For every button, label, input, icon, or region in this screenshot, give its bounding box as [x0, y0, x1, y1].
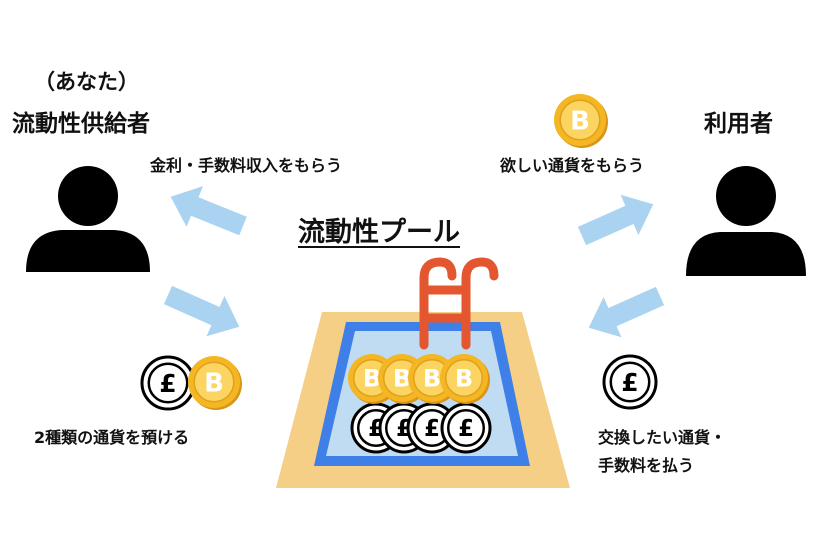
provider-deposit-label: 2種類の通貨を預ける: [34, 428, 190, 447]
user-pay-line1: 交換したい通貨・: [598, 428, 727, 447]
bitcoin-symbol: B: [363, 365, 381, 393]
bitcoin-symbol: B: [423, 365, 441, 393]
pound-coin-icon: £: [140, 355, 196, 411]
provider-person-icon: [26, 166, 150, 272]
pound-coin-icon: £: [602, 354, 658, 410]
user-pay-line2: 手数料を払う: [598, 456, 695, 475]
provider-role-label: 流動性供給者: [12, 111, 150, 137]
pound-symbol: £: [458, 416, 474, 442]
user-person-icon: [686, 166, 806, 276]
pound-symbol: £: [621, 368, 638, 397]
bitcoin-symbol: B: [393, 365, 411, 393]
provider-coins: £B: [140, 355, 242, 411]
user-role-label: 利用者: [704, 111, 773, 137]
arrow-pool-to-user: [577, 194, 654, 246]
bitcoin-symbol: B: [570, 106, 590, 136]
bitcoin-coin-icon: B: [554, 94, 608, 148]
bitcoin-coin-icon: B: [440, 354, 490, 404]
arrow-user-to-pool: [588, 286, 665, 338]
pound-symbol: £: [159, 369, 176, 398]
provider-paren-label: （あなた）: [34, 70, 139, 94]
pool-ladder-icon: [419, 257, 499, 350]
pool-title: 流動性プール: [298, 217, 460, 248]
bitcoin-symbol: B: [455, 365, 473, 393]
pound-symbol: £: [424, 416, 440, 442]
user-receive-label: 欲しい通貨をもらう: [500, 156, 645, 175]
pool-gbp-coins: ££££: [350, 402, 492, 454]
arrow-pool-to-provider: [170, 186, 247, 236]
user-coins: B£: [554, 94, 658, 410]
bitcoin-symbol: B: [204, 368, 224, 398]
provider-receive-label: 金利・手数料収入をもらう: [150, 156, 343, 175]
bitcoin-coin-icon: B: [188, 356, 242, 410]
arrow-provider-to-pool: [163, 285, 240, 337]
pound-coin-icon: £: [440, 402, 492, 454]
